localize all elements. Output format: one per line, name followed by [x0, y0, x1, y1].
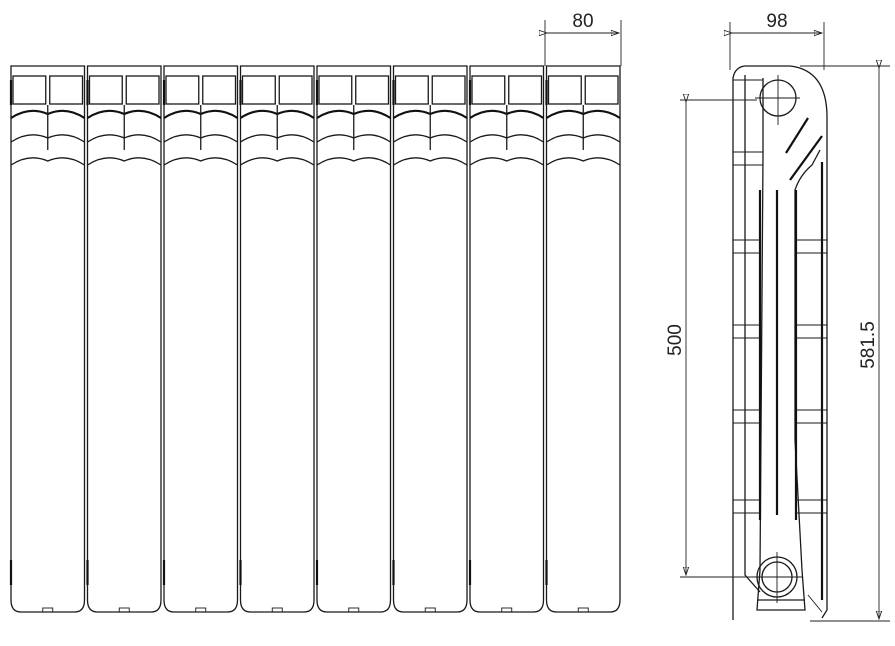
side-view: [732, 65, 828, 620]
radiator-section: [86, 65, 162, 613]
radiator-section: [545, 65, 621, 613]
dimension-depth: 98: [730, 11, 825, 70]
dimension-center-distance: 500: [665, 100, 757, 578]
radiator-section: [315, 65, 392, 613]
dimension-label-98: 98: [766, 11, 787, 32]
dimension-label-500: 500: [665, 324, 686, 356]
radiator-section: [9, 65, 86, 613]
radiator-section: [239, 65, 315, 613]
dimension-section-width: 80: [545, 11, 622, 66]
dimension-total-height: 581.5: [800, 66, 890, 622]
dimension-label-80: 80: [572, 11, 593, 32]
front-view: [9, 65, 621, 613]
dimension-label-581-5: 581.5: [858, 321, 879, 369]
radiator-section: [468, 65, 545, 613]
radiator-section: [392, 65, 468, 613]
radiator-section: [162, 65, 239, 613]
